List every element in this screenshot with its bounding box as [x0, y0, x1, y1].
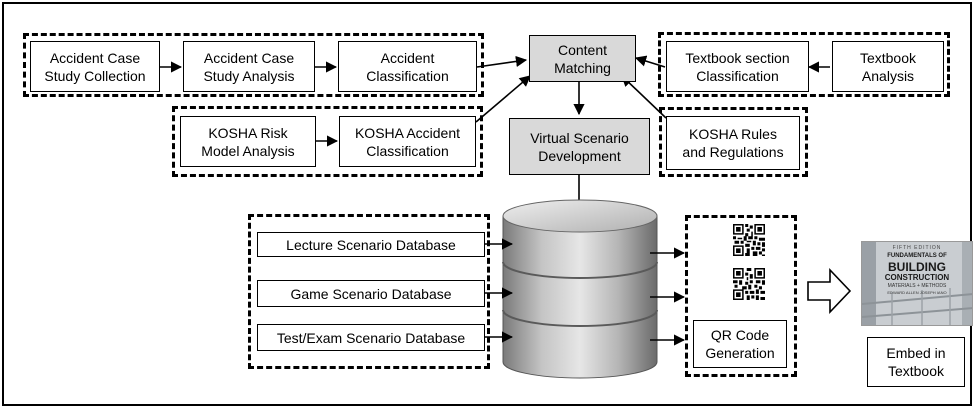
book-title-line2: BUILDING — [888, 260, 946, 274]
arrow-kosha-rules-to-matching — [621, 75, 667, 119]
qr-code-generation: QR Code Generation — [693, 320, 787, 368]
textbook-cover-art — [862, 242, 972, 325]
arrow-kosha-accident-to-matching — [475, 75, 531, 123]
qr-group — [685, 215, 797, 377]
test-exam-scenario-database: Test/Exam Scenario Database — [257, 324, 485, 351]
lecture-scenario-database: Lecture Scenario Database — [257, 232, 485, 257]
embed-in-textbook: Embed in Textbook — [867, 337, 965, 387]
qr-code-image-2 — [733, 268, 765, 300]
hollow-right-arrow — [807, 268, 852, 314]
book-edition: FIFTH EDITION — [892, 245, 942, 251]
accident-case-group — [23, 33, 484, 97]
accident-case-study-collection: Accident Case Study Collection — [30, 41, 160, 92]
textbook-analysis: Textbook Analysis — [832, 41, 944, 92]
accident-classification: Accident Classification — [338, 41, 477, 92]
textbook-section-classification: Textbook section Classification — [666, 41, 809, 92]
kosha-accident-classification: KOSHA Accident Classification — [339, 116, 476, 167]
virtual-scenario-development: Virtual Scenario Development — [509, 118, 650, 175]
game-scenario-database: Game Scenario Database — [257, 280, 485, 307]
content-matching: Content Matching — [529, 35, 636, 82]
kosha-rules-group — [659, 107, 808, 177]
book-authors: EDWARD ALLEN JOSEPH IANO — [887, 290, 947, 295]
scenario-db-group — [248, 214, 490, 369]
book-subtitle: MATERIALS + METHODS — [887, 283, 947, 289]
book-title-line3: CONSTRUCTION — [884, 273, 950, 282]
kosha-group — [172, 106, 483, 177]
arrow-classification-to-matching — [476, 55, 528, 68]
database-cylinder — [502, 199, 658, 379]
kosha-risk-model-analysis: KOSHA Risk Model Analysis — [180, 116, 316, 167]
accident-case-study-analysis: Accident Case Study Analysis — [183, 41, 315, 92]
kosha-rules-and-regulations: KOSHA Rules and Regulations — [666, 116, 800, 170]
qr-code-image-1 — [733, 224, 765, 256]
textbook-cover-image: FIFTH EDITION FUNDAMENTALS OF BUILDING C… — [861, 241, 973, 326]
textbook-group — [658, 32, 950, 97]
book-title-line1: FUNDAMENTALS OF — [887, 253, 947, 259]
